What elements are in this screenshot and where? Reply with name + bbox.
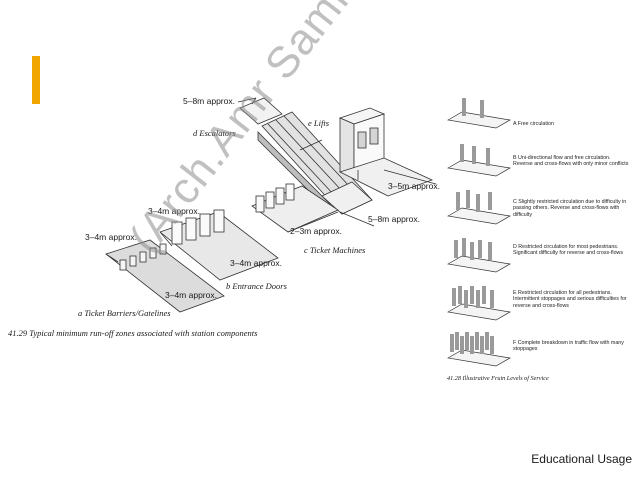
lifts-illustration [338, 107, 437, 197]
ticket-barriers-bottom-dimension-label: 3–4m approx. [165, 290, 217, 300]
escalators-illustration [237, 97, 375, 227]
level-c-pedestrians [456, 190, 492, 212]
entrance-doors-label: b Entrance Doors [226, 281, 287, 291]
entrance-doors-bottom-dimension-label: 3–4m approx. [230, 258, 282, 268]
ticket-machines-illustration [251, 183, 339, 233]
entrance-doors-top-dimension-label: 3–4m approx. [148, 206, 200, 216]
ticket-machines-label: c Ticket Machines [304, 245, 366, 255]
footer-note: Educational Usage [531, 452, 632, 466]
ticket-barriers-top-dimension-label: 3–4m approx. [85, 232, 137, 242]
lifts-label: e Lifts [308, 118, 330, 128]
level-a-description: A Free circulation [513, 121, 554, 127]
entrance-doors-illustration [159, 209, 279, 281]
station-components-diagram [105, 97, 437, 313]
escalator-dimension-label: 5–8m approx. [183, 96, 235, 106]
right-figure-caption: 41.28 Illustrative Fruin Levels of Servi… [447, 375, 549, 382]
fruin-levels-diagram [446, 98, 512, 367]
level-b-description: B Uni-directional flow and free circulat… [513, 155, 629, 168]
escalators-label: d Escalators [193, 128, 236, 138]
level-f-platform [446, 349, 512, 367]
level-f-description: F Complete breakdown in traffic flow wit… [513, 340, 624, 353]
accent-bar [32, 56, 40, 104]
level-b-platform [446, 159, 512, 177]
lifts-dimension-label-2: 5–8m approx. [368, 214, 420, 224]
level-b-pedestrians [460, 144, 490, 166]
level-a-pedestrians [462, 98, 484, 118]
level-e-pedestrians [452, 286, 494, 308]
level-d-description: D Restricted circulation for most pedest… [513, 244, 624, 257]
ticket-barriers-label: a Ticket Barriers/Gatelines [78, 308, 171, 318]
ticket-machines-dimension-label: 2–3m approx. [290, 226, 342, 236]
level-e-platform [446, 303, 512, 321]
level-f-pedestrians [450, 332, 494, 354]
level-c-description: C Slightly restricted circulation due to… [513, 199, 627, 218]
lifts-dimension-label: 3–5m approx. [388, 181, 440, 191]
ticket-barriers-illustration [105, 239, 225, 313]
level-d-pedestrians [454, 238, 492, 260]
level-d-platform [446, 255, 512, 273]
level-a-platform [446, 111, 512, 129]
level-c-platform [446, 207, 512, 225]
left-figure-caption: 41.29 Typical minimum run-off zones asso… [8, 328, 258, 338]
level-e-description: E Restricted circulation for all pedestr… [513, 290, 627, 309]
